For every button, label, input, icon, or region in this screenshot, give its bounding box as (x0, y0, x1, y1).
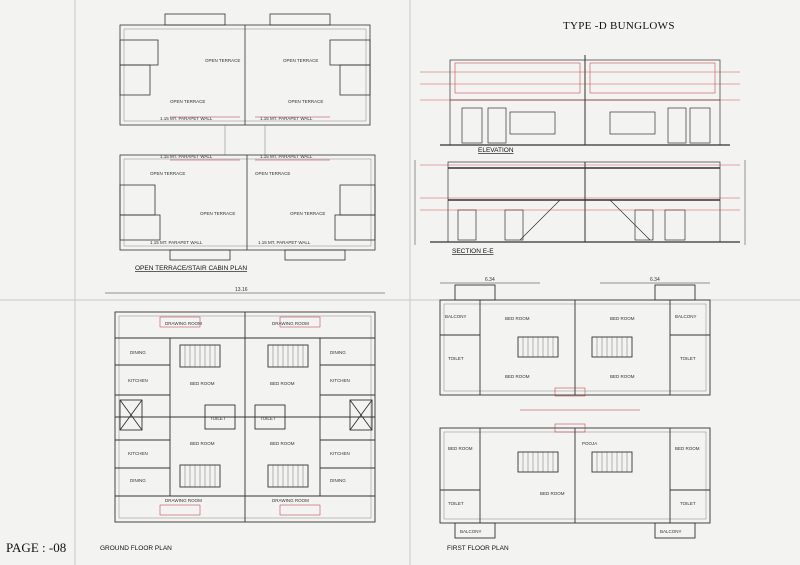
parapet-label: 1.15 MT. PARAPET WALL (160, 154, 213, 159)
first-width-label: 6.34 (650, 277, 660, 283)
room-label: DINING (130, 478, 146, 483)
terrace-label: OPEN TERRACE (150, 171, 185, 176)
parapet-label: 1.15 MT. PARAPET WALL (260, 116, 313, 121)
room-label: DRAWING ROOM (272, 498, 309, 503)
section-caption: SECTION E-E (452, 248, 494, 255)
parapet-label: 1.15 MT. PARAPET WALL (260, 154, 313, 159)
room-label: BED ROOM (540, 491, 565, 496)
terrace-label: OPEN TERRACE (283, 58, 318, 63)
elevation-caption: ELEVATION (478, 147, 514, 154)
room-label: TOILET (260, 416, 276, 421)
ground-floor-plan (114, 311, 376, 523)
room-label: BED ROOM (505, 316, 530, 321)
room-label: BALCONY (460, 529, 482, 534)
ground-red-markups (159, 316, 321, 516)
terrace-label: OPEN TERRACE (288, 99, 323, 104)
ground-floor-caption: GROUND FLOOR PLAN (100, 545, 172, 552)
section-level-markers (414, 160, 746, 245)
room-label: BED ROOM (610, 316, 635, 321)
room-label: DINING (330, 350, 346, 355)
ground-floor-dimension: 13.16 (105, 287, 385, 294)
first-room-labels: BALCONY BALCONY BED ROOM BED ROOM TOILET… (445, 314, 700, 534)
terrace-label: OPEN TERRACE (170, 99, 205, 104)
room-label: TOILET (448, 501, 464, 506)
room-label: BED ROOM (190, 381, 215, 386)
room-label: TOILET (448, 356, 464, 361)
terrace-label: OPEN TERRACE (255, 171, 290, 176)
room-label: BALCONY (660, 529, 682, 534)
parapet-label: 1.15 MT. PARAPET WALL (160, 116, 213, 121)
room-label: BALCONY (675, 314, 697, 319)
room-label: DINING (330, 478, 346, 483)
room-label: BED ROOM (270, 441, 295, 446)
room-label: DINING (130, 350, 146, 355)
section-view (430, 161, 740, 243)
terrace-plan-labels: OPEN TERRACE OPEN TERRACE OPEN TERRACE O… (150, 58, 325, 245)
first-floor-caption: FIRST FLOOR PLAN (447, 545, 509, 552)
first-red-markups (520, 387, 640, 433)
room-label: BED ROOM (610, 374, 635, 379)
ground-stair-treads (184, 345, 304, 487)
room-label: KITCHEN (128, 378, 148, 383)
room-label: TOILET (680, 501, 696, 506)
elevation-guides (420, 71, 740, 101)
section-guides (420, 164, 740, 211)
room-label: TOILET (210, 416, 226, 421)
terrace-plan-caption: OPEN TERRACE/STAIR CABIN PLAN (135, 265, 247, 272)
terrace-label: OPEN TERRACE (200, 211, 235, 216)
room-label: DRAWING ROOM (272, 321, 309, 326)
terrace-label: OPEN TERRACE (205, 58, 240, 63)
overall-width-label: 13.16 (235, 287, 248, 293)
room-label: KITCHEN (330, 451, 350, 456)
room-label: KITCHEN (330, 378, 350, 383)
room-label: POOJA (582, 441, 597, 446)
room-label: BED ROOM (675, 446, 700, 451)
room-label: BED ROOM (190, 441, 215, 446)
terrace-plan (119, 13, 376, 261)
room-label: DRAWING ROOM (165, 321, 202, 326)
first-width-label: 6.34 (485, 277, 495, 283)
sheet-title: TYPE -D BUNGLOWS (563, 20, 675, 32)
room-label: BED ROOM (448, 446, 473, 451)
ground-room-labels: DRAWING ROOM DRAWING ROOM DINING DINING … (128, 321, 350, 503)
terrace-label: OPEN TERRACE (290, 211, 325, 216)
parapet-label: 1.15 MT. PARAPET WALL (258, 240, 311, 245)
room-label: BALCONY (445, 314, 467, 319)
first-floor-plan (439, 284, 711, 539)
parapet-label: 1.15 MT. PARAPET WALL (150, 240, 203, 245)
room-label: KITCHEN (128, 451, 148, 456)
page-label: PAGE : -08 (6, 540, 67, 555)
room-label: DRAWING ROOM (165, 498, 202, 503)
room-label: BED ROOM (505, 374, 530, 379)
first-stair-treads (522, 337, 628, 472)
room-label: BED ROOM (270, 381, 295, 386)
first-floor-dimension: 6.34 6.34 (440, 277, 710, 284)
room-label: TOILET (680, 356, 696, 361)
